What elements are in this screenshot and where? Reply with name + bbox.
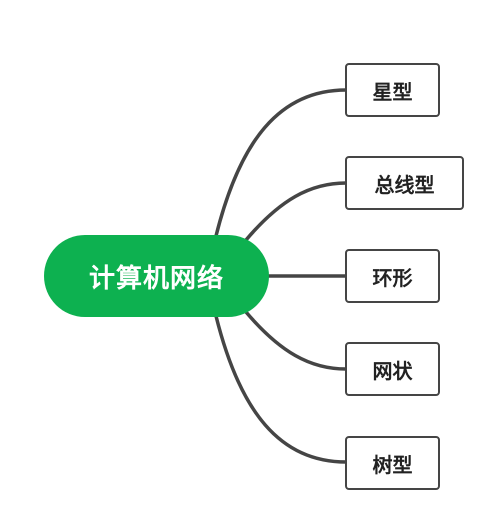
topic-star[interactable]: 星型 [345, 63, 440, 117]
topic-bus[interactable]: 总线型 [345, 156, 464, 210]
connector-mesh [244, 310, 347, 371]
topic-ring[interactable]: 环形 [345, 249, 440, 303]
topic-tree[interactable]: 树型 [345, 436, 440, 490]
topic-mesh[interactable]: 网状 [345, 342, 440, 396]
central-topic[interactable]: 计算机网络 [44, 235, 269, 317]
connector-bus [244, 181, 347, 242]
connector-star [214, 88, 347, 237]
connector-tree [214, 315, 347, 464]
